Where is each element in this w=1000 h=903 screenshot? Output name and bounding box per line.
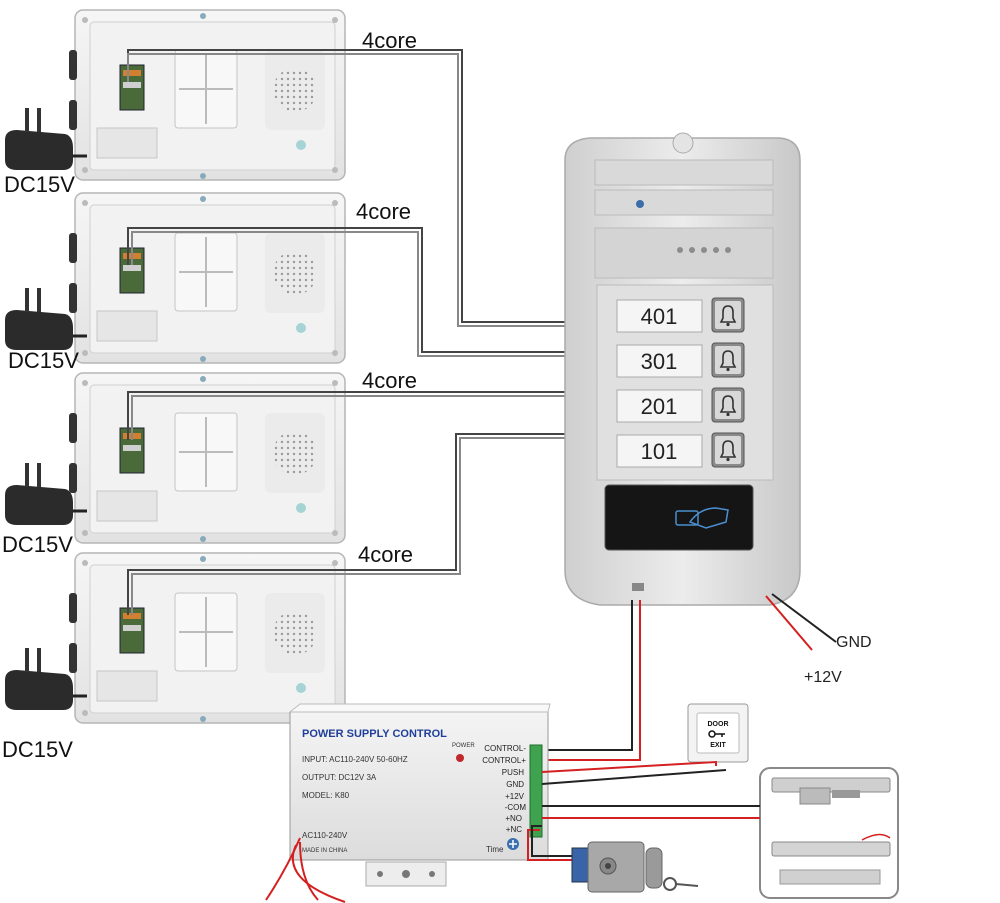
motor-lock-icon: [571, 841, 699, 893]
psu-time-label: Time: [486, 845, 504, 854]
camera-icon: [636, 200, 644, 208]
panel-screw: [632, 583, 644, 591]
terminal-control-minus: CONTROL-: [484, 744, 526, 753]
terminal-no: +NO: [505, 814, 522, 823]
exit-button-wires: [541, 760, 727, 785]
4core-wire: [127, 227, 565, 357]
apartment-301: 301: [616, 344, 703, 378]
call-button-201[interactable]: [711, 387, 745, 423]
exit-button-line1: DOOR: [708, 721, 729, 728]
terminal-push: PUSH: [502, 768, 524, 777]
4core-label: 4core: [358, 542, 413, 567]
apartment-101: 101: [616, 434, 703, 468]
apartment-label: 201: [641, 394, 678, 419]
card-swipe-icon: [675, 507, 729, 529]
monitor-3: [68, 372, 346, 544]
4core-label: 4core: [356, 199, 411, 224]
psu-input: INPUT: AC110-240V 50-60HZ: [302, 755, 408, 764]
call-button-101[interactable]: [711, 432, 745, 468]
monitor-4: [68, 552, 346, 724]
plus12v-label: +12V: [804, 669, 842, 686]
card-reader[interactable]: [604, 484, 754, 551]
psu-made: MADE IN CHINA: [302, 848, 347, 854]
terminal-plus12v: +12V: [505, 792, 525, 801]
electric-locks-box: [759, 767, 899, 899]
monitor-2: [68, 192, 346, 364]
terminal-com: -COM: [505, 803, 527, 812]
dc15v-label: DC15V: [4, 172, 75, 197]
psu-power-label: POWER: [452, 743, 475, 749]
apartment-201: 201: [616, 389, 703, 423]
apartment-401: 401: [616, 299, 703, 333]
psu-model: MODEL: K80: [302, 791, 350, 800]
4core-wire: [127, 49, 565, 327]
psu-ac: AC110-240V: [302, 831, 348, 840]
4core-label: 4core: [362, 368, 417, 393]
psu-output: OUTPUT: DC12V 3A: [302, 773, 377, 782]
terminal-block: [529, 744, 543, 838]
terminal-nc: +NC: [506, 825, 522, 834]
terminal-control-plus: CONTROL+: [482, 756, 526, 765]
time-dial-icon[interactable]: [507, 838, 519, 850]
exit-button-line2: EXIT: [710, 742, 726, 749]
gnd-label: GND: [836, 634, 872, 651]
motor-lock-wires: [527, 825, 580, 861]
apartment-label: 101: [641, 439, 678, 464]
call-button-401[interactable]: [711, 297, 745, 333]
dc15v-label: DC15V: [2, 532, 73, 557]
4core-wire: [127, 433, 565, 615]
magnetic-lock-icon: [771, 833, 891, 857]
dc15v-label: DC15V: [8, 348, 79, 373]
4core-wire: [127, 391, 565, 440]
key-icon: [708, 730, 725, 738]
dc15v-label: DC15V: [2, 737, 73, 762]
lock-wires: [542, 805, 760, 819]
keys-icon: [663, 877, 699, 891]
psu-title: POWER SUPPLY CONTROL: [302, 728, 447, 740]
terminal-gnd: GND: [506, 780, 524, 789]
apartment-label: 301: [641, 349, 678, 374]
apartment-label: 401: [641, 304, 678, 329]
monitor-1: [68, 9, 346, 181]
power-led-icon: [456, 754, 464, 762]
door-exit-button[interactable]: DOOR EXIT: [687, 703, 749, 763]
call-button-301[interactable]: [711, 342, 745, 378]
4core-label: 4core: [362, 28, 417, 53]
power-supply: POWER SUPPLY CONTROL INPUT: AC110-240V 5…: [288, 703, 551, 887]
strike-lock-icon: [771, 777, 891, 805]
panel-power-wires: [765, 593, 837, 651]
control-wires: [538, 600, 641, 761]
ac-power-cord: [265, 837, 346, 903]
